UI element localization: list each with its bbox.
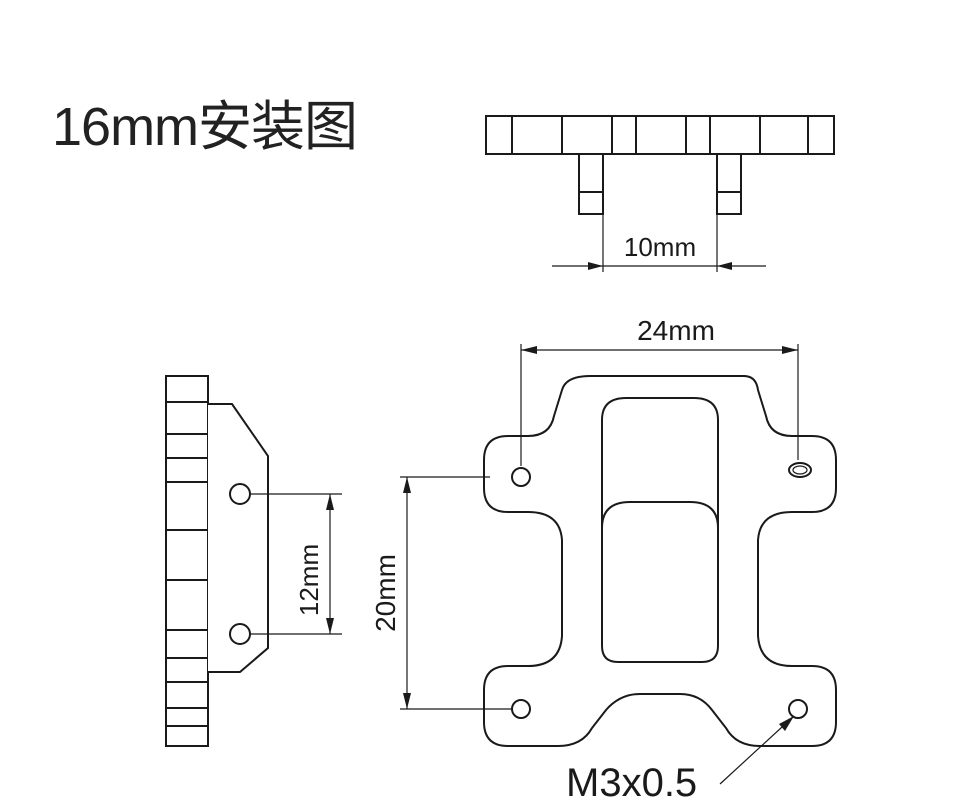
side-view: 12mm	[165, 375, 342, 747]
dimension-12mm: 12mm	[250, 493, 342, 635]
front-view-hole-bottom-right	[788, 699, 808, 719]
thread-callout-label: M3x0.5	[566, 761, 697, 802]
top-view-dividers	[511, 116, 809, 154]
side-view-hole-lower	[229, 623, 251, 645]
side-view-hole-upper	[229, 483, 251, 505]
dimension-12mm-label: 12mm	[294, 544, 324, 616]
dimension-24mm-label: 24mm	[637, 315, 715, 346]
thread-callout: M3x0.5	[566, 715, 795, 802]
front-view-hole-top-right	[788, 462, 812, 478]
dimension-20mm: 20mm	[370, 476, 512, 710]
front-view-outline	[483, 375, 837, 747]
page-title: 16mm安装图	[52, 97, 358, 157]
dimension-24mm: 24mm	[520, 315, 799, 466]
front-view-hole-bottom-left	[511, 699, 531, 719]
dimension-20mm-label: 20mm	[370, 554, 401, 632]
top-view-body	[485, 115, 835, 155]
side-view-plate	[165, 375, 209, 747]
side-view-dividers	[166, 401, 208, 727]
front-view-slot	[601, 397, 719, 663]
front-view-hole-top-left	[511, 467, 531, 487]
top-view-pin-left	[578, 153, 604, 215]
dimension-10mm-label: 10mm	[624, 232, 696, 262]
front-view: 24mm 20mm M3x0.5	[370, 315, 837, 802]
top-view: 10mm	[485, 115, 835, 272]
dimension-10mm: 10mm	[552, 214, 766, 272]
top-view-pin-right	[716, 153, 742, 215]
side-view-bracket	[208, 403, 269, 673]
